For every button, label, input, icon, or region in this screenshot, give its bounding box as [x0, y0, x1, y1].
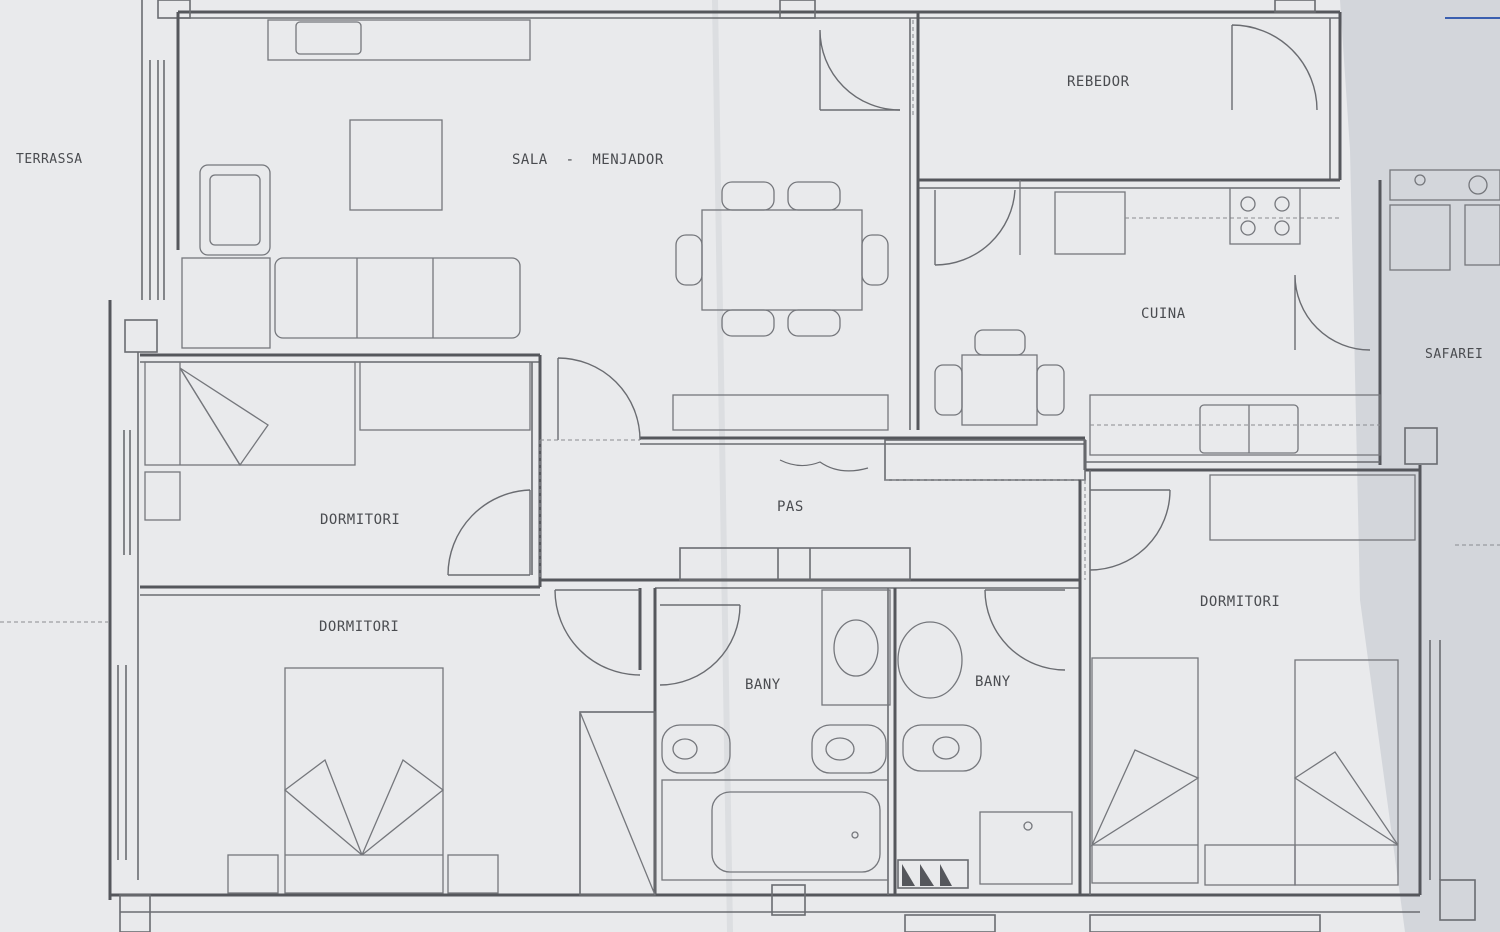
label-dormitori-2: DORMITORI: [319, 619, 399, 635]
dormitori-1-furniture: [144, 361, 531, 521]
label-cuina: CUINA: [1141, 306, 1186, 322]
label-bany-2: BANY: [975, 674, 1011, 690]
pencil-scribble: [779, 459, 869, 472]
label-sala-menjador: SALA - MENJADOR: [512, 152, 664, 168]
label-safarei: SAFAREI: [1425, 347, 1483, 362]
sala-furniture: [181, 19, 889, 431]
paper-crease: [712, 0, 733, 932]
label-dormitori-3: DORMITORI: [1200, 594, 1280, 610]
label-terrassa: TERRASSA: [16, 152, 83, 167]
label-pas: PAS: [777, 499, 804, 515]
label-dormitori-1: DORMITORI: [320, 512, 400, 528]
kitchen-fixtures: [934, 180, 1381, 456]
bany-2-fixtures: [897, 621, 1073, 889]
label-rebedor: REBEDOR: [1067, 74, 1130, 90]
dashed-guides: [0, 20, 1500, 623]
dormitori-3-furniture: [1090, 474, 1416, 886]
dormitori-2-furniture: [227, 667, 499, 894]
safarei-fixtures: [1389, 169, 1500, 271]
doors: [447, 24, 1371, 686]
exterior-walls: [108, 0, 1476, 932]
label-bany-1: BANY: [745, 677, 781, 693]
bany-1-fixtures: [661, 589, 891, 881]
